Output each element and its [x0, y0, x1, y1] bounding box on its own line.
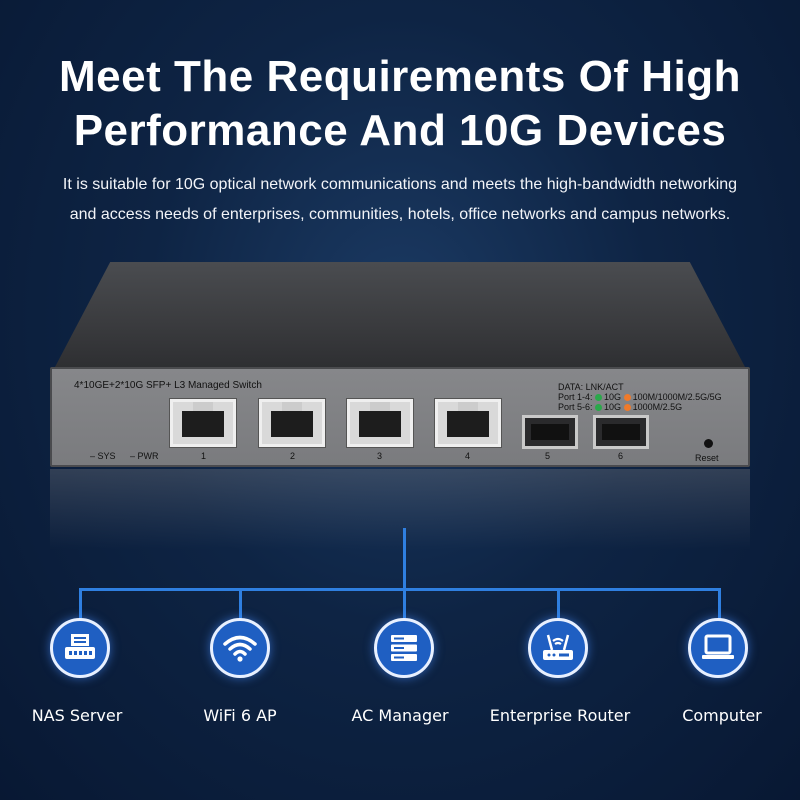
switch-model-label: 4*10GE+2*10G SFP+ L3 Managed Switch — [74, 380, 262, 391]
led-row-2-orange-text: 1000M/2.5G — [632, 402, 683, 412]
pwr-label: – PWR — [130, 451, 159, 461]
switch-reflection — [50, 469, 750, 549]
device-label-nas-server: NAS Server — [31, 706, 123, 725]
reset-label: Reset — [695, 453, 719, 463]
orange-led-dot — [623, 394, 631, 401]
led-row-2-prefix: Port 5-6: — [558, 402, 593, 412]
drop-line-3 — [403, 588, 406, 620]
led-row-1-green-text: 10G — [604, 392, 622, 402]
port-label-2: 2 — [290, 451, 296, 461]
led-legend-title: DATA: LNK/ACT — [558, 382, 624, 392]
led-legend-row-2: Port 5-6: 10G 1000M/2.5G — [558, 402, 682, 412]
headline: Meet The Requirements Of High Performanc… — [0, 50, 800, 158]
led-row-1-orange-text: 100M/1000M/2.5G/5G — [632, 392, 722, 402]
ac-manager-icon — [374, 618, 434, 678]
trunk-line — [403, 528, 406, 590]
drop-line-4 — [557, 588, 560, 620]
reset-button[interactable] — [704, 439, 713, 448]
router-icon — [528, 618, 588, 678]
headline-line-1: Meet The Requirements Of High — [59, 52, 741, 101]
rj45-port-1 — [169, 398, 237, 448]
orange-led-dot — [623, 404, 631, 411]
subtitle: It is suitable for 10G optical network c… — [0, 170, 800, 230]
green-led-dot — [595, 394, 603, 401]
rj45-port-2 — [258, 398, 326, 448]
computer-icon — [688, 618, 748, 678]
port-label-6: 6 — [618, 451, 624, 461]
rj45-port-3 — [346, 398, 414, 448]
subtitle-line-2: and access needs of enterprises, communi… — [69, 206, 731, 223]
led-legend-row-1: Port 1-4: 10G 100M/1000M/2.5G/5G — [558, 392, 722, 402]
port-label-1: 1 — [201, 451, 207, 461]
port-label-5: 5 — [545, 451, 551, 461]
sys-label: – SYS — [90, 451, 116, 461]
led-row-2-green-text: 10G — [604, 402, 622, 412]
drop-line-1 — [79, 588, 82, 620]
drop-line-2 — [239, 588, 242, 620]
switch-top-panel — [55, 262, 745, 367]
port-label-3: 3 — [377, 451, 383, 461]
wifi-icon — [210, 618, 270, 678]
bus-line — [79, 588, 721, 591]
sfp-port-5 — [522, 415, 578, 449]
green-led-dot — [595, 404, 603, 411]
subtitle-line-1: It is suitable for 10G optical network c… — [62, 176, 738, 193]
device-label-enterprise-router: Enterprise Router — [489, 706, 631, 725]
port-label-4: 4 — [465, 451, 471, 461]
sfp-port-6 — [593, 415, 649, 449]
device-label-ac-manager: AC Manager — [351, 706, 449, 725]
rj45-port-4 — [434, 398, 502, 448]
headline-line-2: Performance And 10G Devices — [73, 106, 727, 155]
device-label-computer: Computer — [682, 706, 762, 725]
drop-line-5 — [718, 588, 721, 620]
nas-server-icon — [50, 618, 110, 678]
switch-front-panel: 4*10GE+2*10G SFP+ L3 Managed Switch – SY… — [50, 367, 750, 467]
device-label-wifi-6-ap: WiFi 6 AP — [203, 706, 277, 725]
led-row-1-prefix: Port 1-4: — [558, 392, 593, 402]
